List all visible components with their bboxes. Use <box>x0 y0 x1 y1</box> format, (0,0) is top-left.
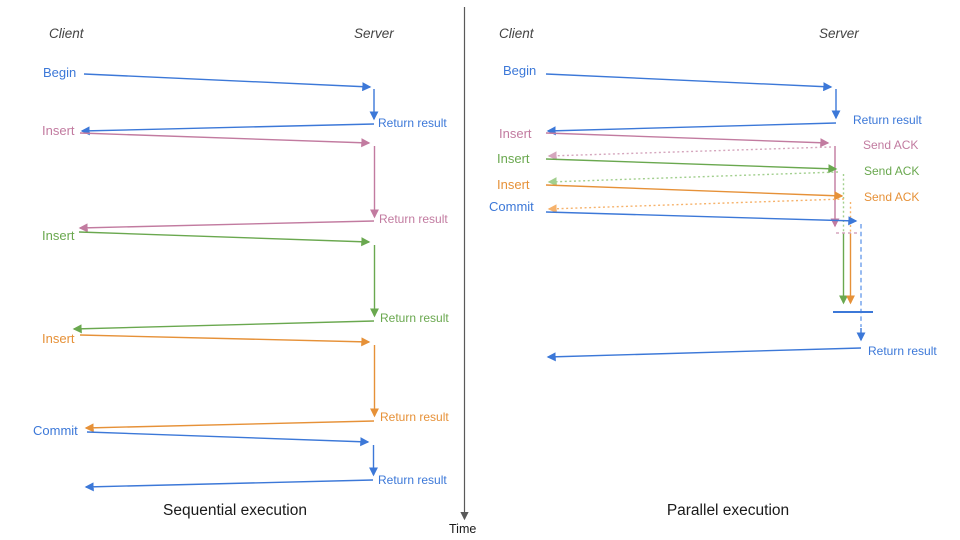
seq-return-label-1: Return result <box>378 116 447 130</box>
seq-return-label-5: Return result <box>378 473 447 487</box>
seq-commit-label: Commit <box>33 423 78 438</box>
sequential-insert2-arrows <box>72 231 380 334</box>
sequential-insert3-arrows <box>79 334 380 433</box>
par-insert3-label: Insert <box>497 177 530 192</box>
parallel-begin-arrows <box>545 73 841 136</box>
par-insert1-label: Insert <box>499 126 532 141</box>
seq-client-header: Client <box>49 26 84 41</box>
par-begin-label: Begin <box>503 63 537 78</box>
seq-insert1-label: Insert <box>42 123 75 138</box>
par-return-label-1: Return result <box>853 113 922 127</box>
seq-return-label-2: Return result <box>379 212 448 226</box>
sequential-begin-arrows <box>80 73 379 136</box>
sequential-commit-arrows <box>84 431 379 492</box>
parallel-commit-arrows <box>545 211 873 362</box>
par-sendack-label-2: Send ACK <box>864 164 920 178</box>
seq-server-header: Server <box>354 26 394 41</box>
par-client-header: Client <box>499 26 534 41</box>
par-insert2-label: Insert <box>497 151 530 166</box>
seq-return-label-3: Return result <box>380 311 449 325</box>
parallel-insert2-arrows <box>545 158 849 305</box>
parallel-insert3-arrows <box>545 184 856 305</box>
par-server-header: Server <box>819 26 859 41</box>
parallel-insert1-arrows <box>545 132 840 228</box>
seq-insert3-label: Insert <box>42 331 75 346</box>
par-commit-label: Commit <box>489 199 534 214</box>
seq-return-label-4: Return result <box>380 410 449 424</box>
par-sendack-label-3: Send ACK <box>864 190 920 204</box>
time-axis-label: Time <box>449 522 477 536</box>
seq-insert2-label: Insert <box>42 228 75 243</box>
sequential-insert1-arrows <box>78 132 380 233</box>
parallel-caption: Parallel execution <box>666 502 790 519</box>
sequential-caption: Sequential execution <box>163 502 307 519</box>
seq-begin-label: Begin <box>43 65 77 80</box>
par-return-label-2: Return result <box>868 344 937 358</box>
par-sendack-label-1: Send ACK <box>863 138 919 152</box>
